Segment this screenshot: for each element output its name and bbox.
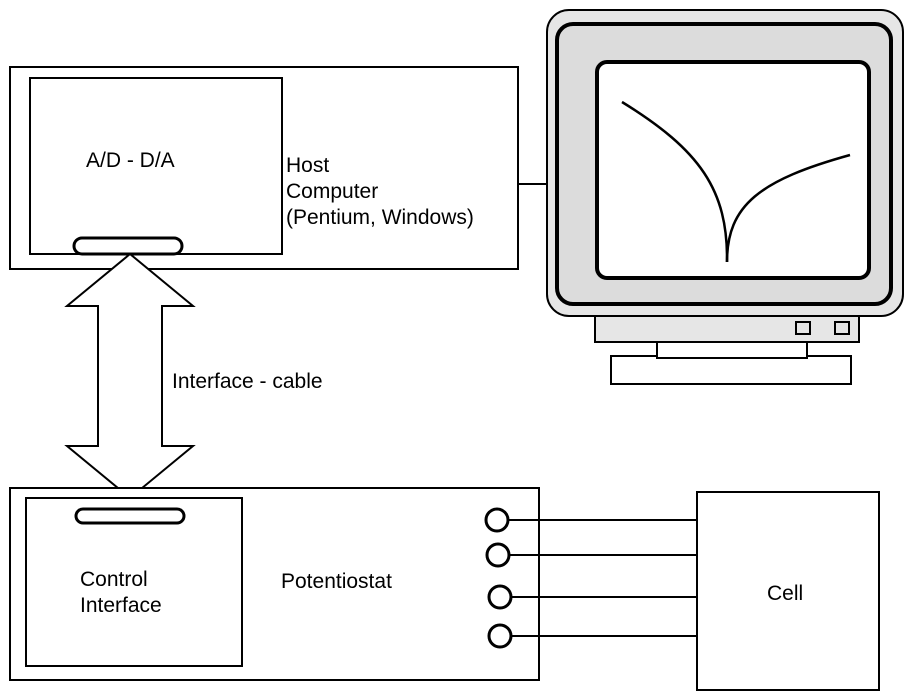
monitor-screen xyxy=(595,60,871,280)
potentiostat xyxy=(9,487,540,681)
monitor xyxy=(546,9,904,385)
monitor-stand-base xyxy=(610,355,852,385)
host-connector xyxy=(72,236,184,256)
electrode-terminal xyxy=(484,507,510,533)
cell-box xyxy=(696,491,880,691)
monitor-button-1 xyxy=(795,321,811,335)
control-interface-board xyxy=(25,497,243,667)
electrode-terminal xyxy=(485,542,511,568)
voltammogram-curve-right xyxy=(725,153,851,263)
monitor-button-2 xyxy=(834,321,850,335)
electrode-terminal xyxy=(487,623,513,649)
host-computer-label-line-1: Host xyxy=(286,154,330,177)
adc-dac-board xyxy=(29,77,283,255)
control-interface-label-line-2: Interface xyxy=(80,594,162,617)
interface-cable-label: Interface - cable xyxy=(172,370,323,393)
adc-dac-label: A/D - D/A xyxy=(86,149,175,172)
host-computer-label-line-3: (Pentium, Windows) xyxy=(286,206,474,229)
potentiostat-connector xyxy=(74,507,186,525)
host-computer xyxy=(9,66,519,270)
host-computer-label-line-2: Computer xyxy=(286,180,379,203)
cell-label: Cell xyxy=(767,582,804,605)
voltammogram-curve xyxy=(621,100,729,263)
control-interface-label-line-1: Control xyxy=(80,568,148,591)
electrode-connections xyxy=(484,507,697,649)
potentiostat-label: Potentiostat xyxy=(281,570,392,593)
electrode-terminal xyxy=(487,584,513,610)
